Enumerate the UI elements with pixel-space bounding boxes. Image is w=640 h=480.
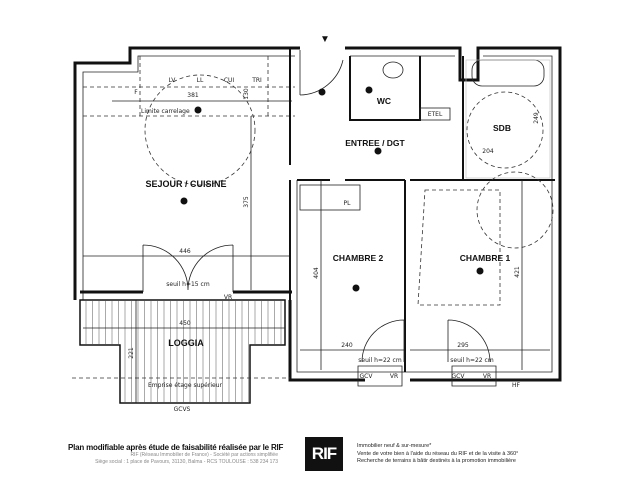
sejour-door (142, 244, 234, 292)
hf-label: HF (512, 382, 521, 389)
seuil-ch2: seuil h=22 cm (358, 357, 402, 364)
dim-450: 450 (179, 320, 191, 327)
window-frames (357, 365, 540, 387)
turning-circle (144, 74, 256, 186)
limite-carrelage: Limite carrelage (141, 108, 190, 115)
inner-outline (82, 55, 553, 373)
dim-381: 381 (187, 92, 199, 99)
dim-240: 240 (341, 342, 353, 349)
dim-249: 249 (533, 112, 540, 124)
gcv-ch1: GCV (452, 373, 466, 380)
dim-221: 221 (128, 347, 135, 359)
entry-door (299, 50, 344, 96)
ch1-door (447, 319, 491, 363)
loggia-hatching (85, 301, 282, 402)
tri-label: TRI (251, 77, 262, 84)
room-label-sdb: SDB (493, 123, 511, 133)
dim-130: 130 (243, 88, 250, 100)
footer-title: Plan modifiable après étude de faisabili… (68, 443, 284, 452)
pl-label: PL (344, 200, 352, 207)
footer-service-2: Recherche de terrains à bâtir destinés à… (357, 458, 516, 464)
footer-right: Immobilier neuf & sur-mesure* Vente de v… (357, 443, 518, 466)
dim-295: 295 (457, 342, 469, 349)
dim-204: 204 (482, 148, 494, 155)
gcvs-label: GCVS (174, 406, 191, 413)
room-label-sejour: SEJOUR / CUISINE (145, 179, 226, 189)
room-label-chambre1: CHAMBRE 1 (460, 253, 511, 263)
sdb-hatch (465, 59, 551, 179)
footer-address: Siège social : 1 place de Pavours, 31130… (95, 459, 278, 465)
sdb-circle (466, 91, 544, 169)
dim-375: 375 (243, 196, 250, 208)
footer-tagline: Immobilier neuf & sur-mesure* (357, 443, 432, 449)
room-label-entree: ENTREE / DGT (345, 138, 405, 148)
etel-label: ETEL (428, 111, 443, 118)
footer-left: Plan modifiable après étude de faisabili… (68, 443, 284, 466)
ceiling-light-icon (318, 88, 326, 96)
rif-logo: RIF (305, 437, 343, 471)
kitchen-counter (83, 56, 295, 117)
gcv-ch2: GCV (360, 373, 374, 380)
ch1-circle (476, 171, 554, 249)
partition-walls (289, 48, 555, 372)
cui-label: CUI (224, 77, 235, 84)
vr-sejour: VR (224, 294, 232, 301)
etel-box (419, 107, 451, 121)
lv-label: LV (169, 77, 177, 84)
ceiling-light-icon (476, 267, 484, 275)
bathtub (471, 59, 545, 87)
entry-marker: ▼ (320, 34, 330, 45)
seuil-ch1: seuil h=22 cm (450, 357, 494, 364)
pl-closet (299, 184, 361, 211)
ceiling-light-icon (365, 86, 373, 94)
emprise-label: Emprise étage supérieur (148, 382, 222, 389)
room-label-chambre2: CHAMBRE 2 (333, 253, 384, 263)
f-label: F (134, 89, 138, 96)
ceiling-light-icon (180, 197, 188, 205)
toilet (382, 61, 404, 79)
dim-404: 404 (313, 267, 320, 279)
outer-wall (73, 46, 562, 382)
footer-company: RIF (Réseau Immobilier de France) - Soci… (130, 452, 278, 458)
room-label-loggia: LOGGIA (168, 338, 204, 348)
ch1-bed-area (417, 189, 501, 306)
dim-446: 446 (179, 248, 191, 255)
seuil-sejour: seuil h=15 cm (166, 281, 210, 288)
ceiling-light-icon (352, 284, 360, 292)
vr-ch2: VR (390, 373, 398, 380)
ceiling-light-icon (374, 147, 382, 155)
ceiling-light-icons (180, 86, 484, 292)
ll-label: LL (197, 77, 204, 84)
loggia-outline (79, 299, 286, 404)
ceiling-light-icon (194, 106, 202, 114)
room-label-wc: WC (377, 96, 391, 106)
ch2-door (361, 319, 405, 363)
dim-421: 421 (514, 266, 521, 278)
footer-service-1: Vente de votre bien à l'aide du réseau d… (357, 450, 519, 457)
vr-ch1: VR (483, 373, 491, 380)
